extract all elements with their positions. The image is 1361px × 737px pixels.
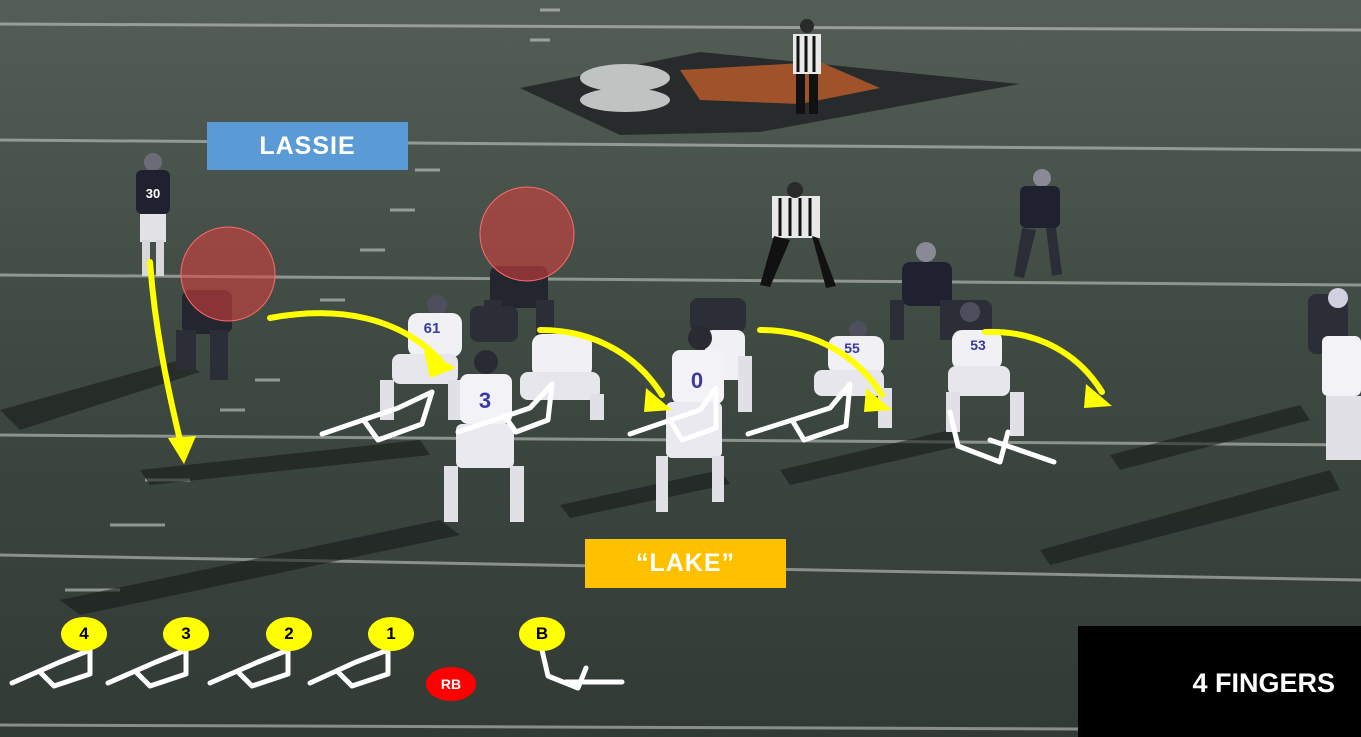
arrow-edge-crossing <box>267 310 443 363</box>
arrow-mlb-crossing <box>757 327 885 398</box>
key-stances <box>9 647 625 691</box>
blocking-stances-field <box>319 381 1057 465</box>
jersey-53-number: 53 <box>970 337 986 353</box>
highlight-circle-edge <box>180 226 276 322</box>
receiver-badge-2: 2 <box>266 617 312 651</box>
shadows <box>0 360 1340 615</box>
jersey-61-number: 61 <box>424 320 441 337</box>
arrow-lassie-vertical <box>147 259 183 443</box>
signal-box: 4 FINGERS <box>1078 626 1361 737</box>
back-badge: B <box>519 617 565 651</box>
arrow-outside-crossing <box>982 328 1105 395</box>
offensive-lineman-center <box>520 334 604 420</box>
lassie-label: LASSIE <box>207 122 408 170</box>
receiver-badge-4: 4 <box>61 617 107 651</box>
defender-30: 30 <box>136 153 170 276</box>
receiver-badge-3: 3 <box>163 617 209 651</box>
midfield-logo <box>520 52 1020 135</box>
jersey-3-number: 3 <box>479 388 491 413</box>
receiver-3: 3 <box>444 350 524 522</box>
official-deep <box>793 19 821 114</box>
jersey-0-number: 0 <box>691 368 703 393</box>
highlight-circle-linebacker <box>479 186 575 282</box>
receiver-right-edge <box>1322 288 1361 460</box>
defender-safety <box>1014 169 1062 278</box>
jersey-30-number: 30 <box>146 186 160 201</box>
official-umpire <box>760 182 836 288</box>
arrow-heads <box>168 350 1112 464</box>
route-arrows <box>147 259 1105 443</box>
jersey-55-number: 55 <box>844 340 860 356</box>
offensive-lineman-53: 53 <box>946 302 1024 436</box>
signal-label: 4 FINGERS <box>1192 668 1335 698</box>
arrow-lb-crossing <box>537 327 665 398</box>
running-back-badge: RB <box>426 667 476 701</box>
receiver-badge-1: 1 <box>368 617 414 651</box>
lake-label: “LAKE” <box>585 539 786 588</box>
